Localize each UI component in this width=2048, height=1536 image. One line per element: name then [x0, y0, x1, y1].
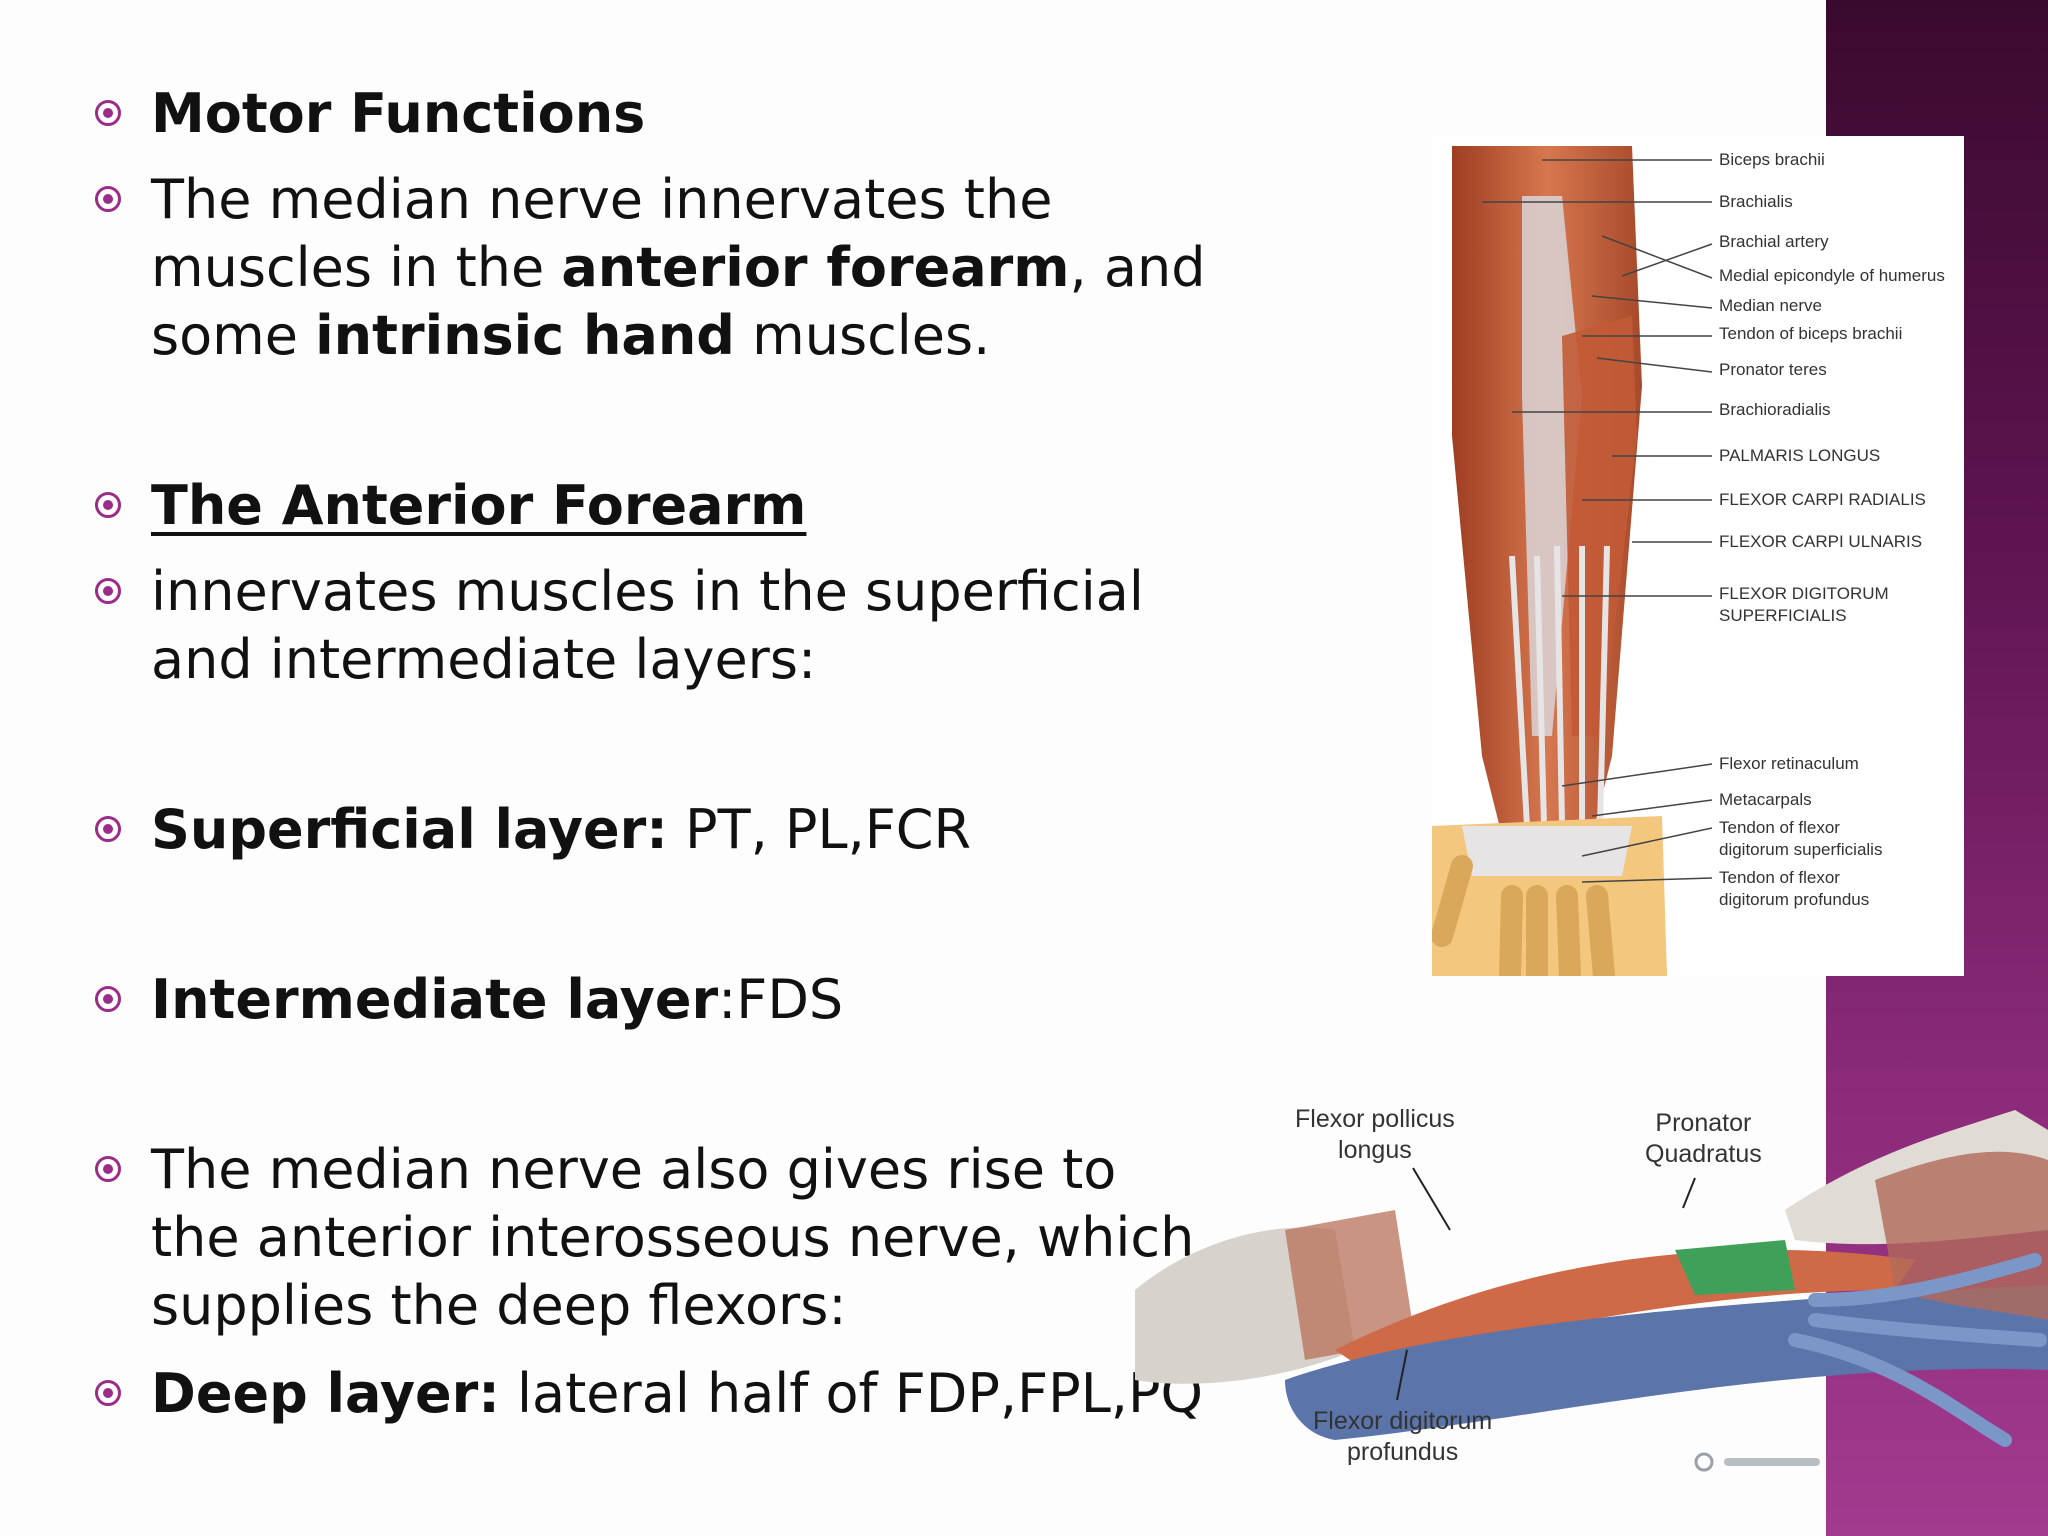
bullet-marker-icon [95, 492, 121, 518]
label-tendon-fdp-2: digitorum profundus [1719, 890, 1870, 909]
bullet-marker-icon [95, 578, 121, 604]
label-pronator-teres: Pronator teres [1719, 360, 1827, 379]
label-median-nerve: Median nerve [1719, 296, 1823, 315]
label-pronator-quadratus: Pronator Quadratus [1645, 1109, 1762, 1168]
bullet-marker-icon [95, 100, 121, 126]
label-palmaris-longus: PALMARIS LONGUS [1719, 446, 1881, 465]
label-biceps-brachii: Biceps brachii [1719, 150, 1825, 169]
label-flexor-retinaculum: Flexor retinaculum [1719, 754, 1859, 773]
bullet-marker-icon [95, 186, 121, 212]
bullet-median-nerve-innervates: The median nerve innervates the muscles … [95, 166, 1206, 370]
label-metacarpals: Metacarpals [1719, 790, 1812, 809]
bullet-line: and intermediate layers: [151, 628, 817, 691]
label-brachialis: Brachialis [1719, 192, 1793, 211]
deep-forearm-figure: Flexor pollicus longus Pronator Quadratu… [1135, 1090, 2048, 1490]
label-fds-2: SUPERFICIALIS [1719, 606, 1847, 625]
label-fcr: FLEXOR CARPI RADIALIS [1719, 490, 1926, 509]
deep-layer-illustration [1135, 1110, 2048, 1447]
bullet-marker-icon [95, 1156, 121, 1182]
bullet-marker-icon [95, 816, 121, 842]
label-brachioradialis: Brachioradialis [1719, 400, 1831, 419]
forearm-illustration [1432, 146, 1713, 976]
bullet-line: the anterior interosseous nerve, which [151, 1206, 1195, 1269]
forearm-muscles-figure: Biceps brachii Brachialis Brachial arter… [1432, 136, 1964, 976]
label-flexor-digitorum-profundus: Flexor digitorum profundus [1313, 1407, 1493, 1466]
bullet-line: muscles in the anterior forearm, and [151, 236, 1206, 299]
bullet-line: innervates muscles in the superficial [151, 560, 1144, 623]
bullet-line: supplies the deep flexors: [151, 1274, 847, 1337]
label-tendon-fds-1: Tendon of flexor [1719, 818, 1840, 837]
bullet-marker-icon [95, 1380, 121, 1406]
bullet-innervates-layers: innervates muscles in the superficial an… [95, 558, 1144, 694]
bullet-deep-layer: Deep layer: lateral half of FDP,FPL,PQ [95, 1360, 1203, 1428]
bullet-line: The median nerve also gives rise to [151, 1138, 1117, 1201]
bullet-anterior-forearm: The Anterior Forearm [95, 472, 1125, 540]
bullet-superficial-layer: Superficial layer: PT, PL,FCR [95, 796, 1125, 864]
label-fds-1: FLEXOR DIGITORUM [1719, 584, 1889, 603]
bullet-anterior-interosseous: The median nerve also gives rise to the … [95, 1136, 1195, 1340]
label-fcu: FLEXOR CARPI ULNARIS [1719, 532, 1923, 551]
bullet-line: The median nerve innervates the [151, 168, 1053, 231]
label-tendon-biceps: Tendon of biceps brachii [1719, 324, 1903, 343]
bullet-line: some intrinsic hand muscles. [151, 304, 991, 367]
bullet-heading: Motor Functions [151, 82, 646, 145]
bullet-intermediate-layer: Intermediate layer:FDS [95, 966, 1125, 1034]
label-tendon-fdp-1: Tendon of flexor [1719, 868, 1840, 887]
bullet-motor-functions: Motor Functions [95, 80, 1125, 148]
label-brachial-artery: Brachial artery [1719, 232, 1829, 251]
label-tendon-fds-2: digitorum superficialis [1719, 840, 1883, 859]
label-medial-epicondyle: Medial epicondyle of humerus [1719, 266, 1945, 285]
slide-text: Motor Functions The median nerve innerva… [95, 80, 1206, 1428]
bullet-marker-icon [95, 986, 121, 1012]
section-heading: The Anterior Forearm [151, 474, 807, 537]
watermark-logo [1694, 1452, 1820, 1472]
label-flexor-pollicis-longus: Flexor pollicus longus [1295, 1105, 1455, 1164]
